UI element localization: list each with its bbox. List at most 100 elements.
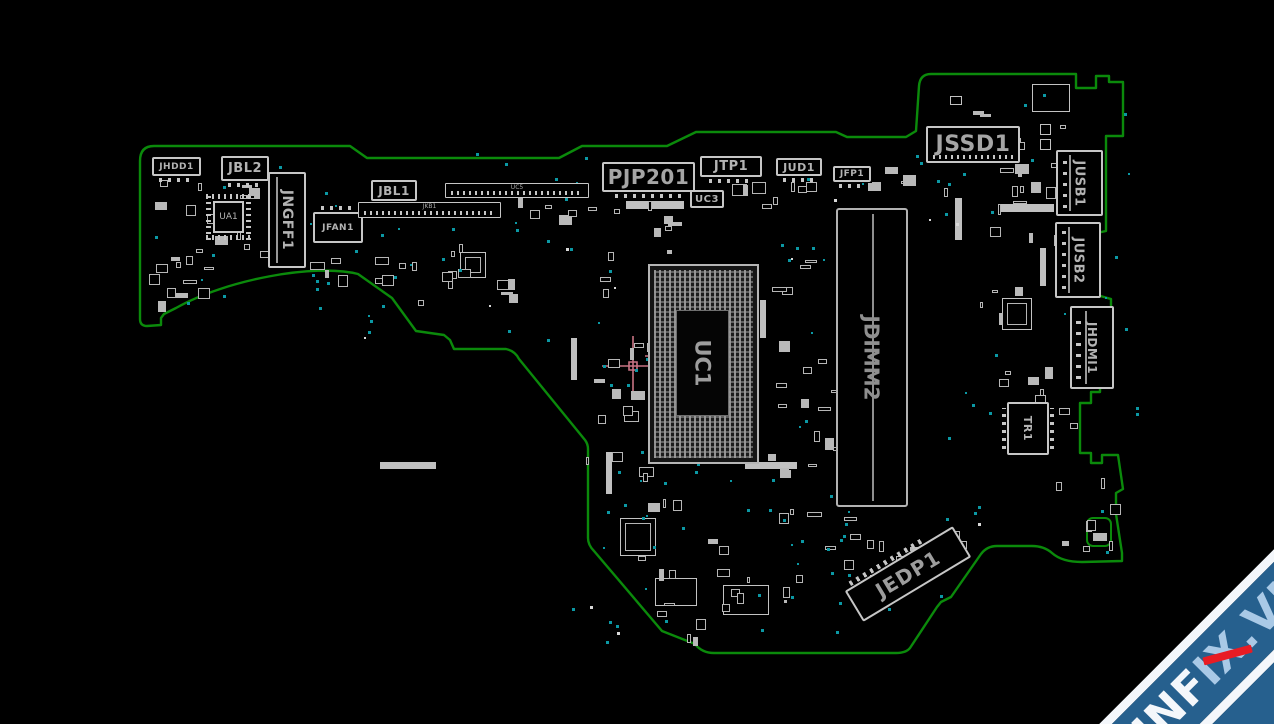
component-part (585, 457, 590, 465)
pin-row (364, 211, 495, 215)
component-uc3: UC3 (690, 190, 724, 208)
component-part (807, 512, 822, 518)
component-part (331, 258, 341, 264)
component-uc1: UC1 (648, 264, 759, 464)
component-part (783, 586, 791, 598)
via-dot (623, 504, 627, 508)
pin-row (451, 191, 583, 195)
component-part (999, 379, 1010, 388)
component-pjp201: PJP201 (602, 162, 695, 198)
via-dot (847, 573, 851, 577)
via-dot (945, 518, 949, 522)
via-dot (324, 191, 328, 195)
component-label: TR1 (1021, 415, 1035, 442)
via-dot (315, 280, 319, 284)
component-part (598, 415, 606, 424)
via-dot (845, 522, 849, 526)
component-part (997, 203, 1002, 216)
component-part (309, 262, 325, 271)
component-part (612, 451, 624, 462)
via-dot (626, 383, 630, 387)
component-part (721, 603, 730, 612)
component-label: JSSD1 (935, 132, 1011, 157)
component-part (248, 188, 261, 200)
component-part (1040, 139, 1051, 150)
via-dot (696, 463, 700, 466)
via-dot (1031, 159, 1034, 163)
via-dot (834, 198, 838, 202)
component-part (517, 196, 523, 208)
via-dot (974, 511, 978, 515)
component-part (693, 637, 699, 646)
component-part (157, 300, 167, 313)
component-part (509, 294, 518, 304)
component-part (663, 499, 667, 509)
component-part (1069, 423, 1078, 430)
component-part (568, 209, 577, 217)
component-part (844, 560, 855, 570)
via-dot (451, 227, 455, 231)
via-dot (994, 353, 998, 357)
component-jud1: JUD1 (776, 158, 822, 182)
component-part (659, 568, 665, 581)
via-dot (919, 162, 923, 165)
via-dot (641, 451, 645, 455)
pin-row (933, 155, 1013, 159)
component-part (780, 468, 790, 478)
via-dot (843, 535, 847, 539)
component-part (634, 343, 644, 349)
pin-row (159, 178, 194, 182)
component-part (803, 366, 813, 375)
via-dot (1123, 112, 1127, 116)
component-part (608, 252, 615, 261)
component-part (672, 499, 683, 511)
component-part (972, 111, 985, 116)
via-dot (1135, 407, 1139, 411)
component-part (743, 185, 749, 197)
component-part (648, 201, 653, 212)
component-part (622, 405, 633, 417)
via-dot (646, 357, 650, 361)
pin-row (321, 206, 355, 210)
component-part (593, 379, 606, 383)
via-dot (1024, 104, 1028, 108)
via-dot (827, 547, 831, 551)
via-dot (211, 253, 215, 257)
component-part (817, 358, 827, 364)
component-part (599, 276, 611, 283)
connector-inner-line (1068, 227, 1070, 293)
component-part (204, 267, 215, 271)
via-dot (569, 247, 573, 251)
component-part (771, 287, 787, 293)
via-dot (354, 250, 358, 254)
via-dot (397, 228, 400, 230)
component-part (196, 248, 203, 253)
component-part (614, 208, 621, 214)
pin-row (708, 179, 754, 183)
component-label: JUD1 (783, 160, 815, 174)
via-dot (771, 479, 775, 483)
component-part (631, 390, 646, 400)
via-dot (585, 156, 589, 160)
connector-inner-line (276, 177, 278, 263)
via-dot (695, 470, 698, 474)
via-dot (836, 631, 840, 634)
component-part (760, 300, 766, 338)
component-part (608, 359, 621, 368)
component-part (1086, 519, 1096, 531)
component-part (587, 207, 597, 212)
component-part (761, 203, 773, 210)
chip-body: UA1 (213, 201, 244, 233)
via-dot (761, 628, 765, 632)
via-dot (508, 330, 511, 334)
component-part (559, 214, 572, 225)
via-dot (610, 383, 614, 387)
component-part (955, 198, 962, 240)
component-part (778, 340, 791, 353)
component-part (545, 204, 553, 209)
component-part (1059, 407, 1070, 415)
component-part (612, 389, 621, 399)
component-part (751, 182, 766, 195)
component-ua1: UA1 (206, 194, 251, 240)
via-dot (664, 482, 668, 486)
